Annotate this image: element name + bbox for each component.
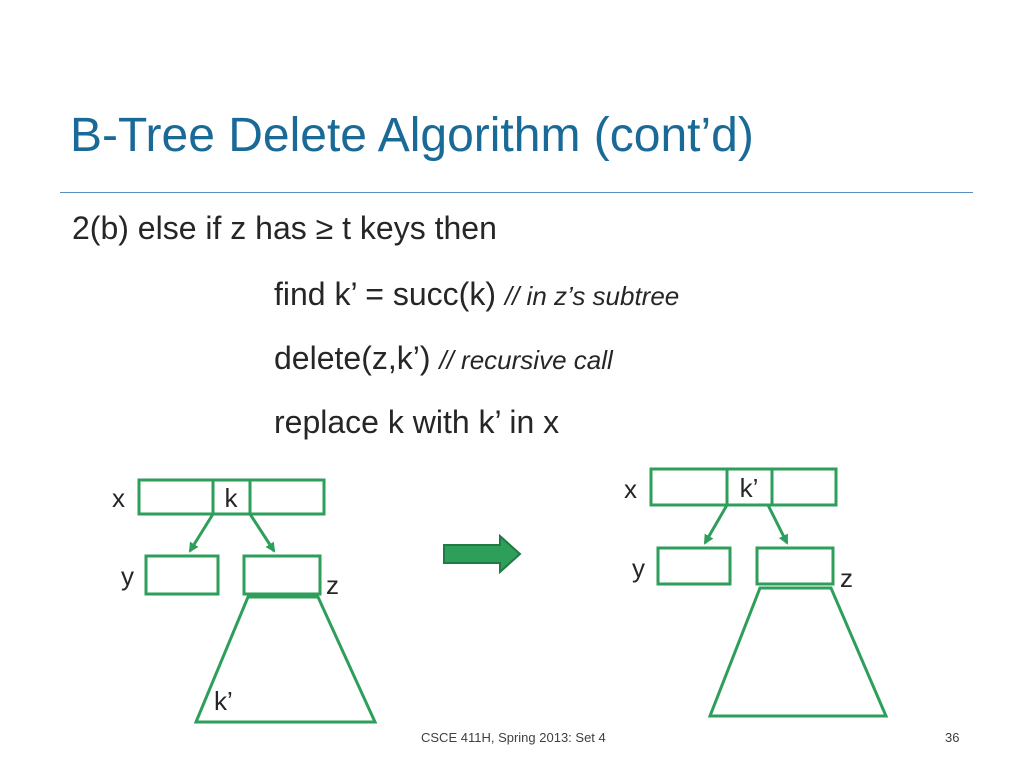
after-subtree-z bbox=[707, 586, 889, 718]
before-arrow-to-z bbox=[248, 513, 276, 553]
title-divider bbox=[60, 192, 973, 193]
before-tree: x k y z k’ bbox=[112, 478, 378, 724]
before-subtree-key: k’ bbox=[214, 686, 233, 716]
slide-page-number: 36 bbox=[945, 730, 960, 745]
slide-title: B-Tree Delete Algorithm (cont’d) bbox=[70, 109, 754, 162]
line1-suffix: t keys then bbox=[333, 210, 497, 246]
algorithm-line-2: find k’ = succ(k) // in z’s subtree bbox=[274, 276, 679, 313]
after-arrow-to-y bbox=[703, 504, 729, 545]
line3-code: delete(z,k’) bbox=[274, 340, 440, 376]
before-subtree-z bbox=[193, 595, 378, 724]
line2-comment: // in z’s subtree bbox=[504, 281, 680, 311]
after-arrow-to-z bbox=[766, 504, 789, 545]
line2-code: find k’ = succ(k) bbox=[274, 276, 505, 312]
before-label-y: y bbox=[121, 561, 134, 591]
algorithm-line-1: 2(b) else if z has ≥ t keys then bbox=[72, 210, 497, 247]
after-tree: x k’ y z bbox=[624, 467, 889, 718]
after-label-y: y bbox=[632, 553, 645, 583]
footer-course-info: CSCE 411H, Spring 2013: Set 4 bbox=[421, 730, 606, 745]
algorithm-line-3: delete(z,k’) // recursive call bbox=[274, 340, 613, 377]
after-node-x bbox=[649, 467, 838, 507]
before-node-x bbox=[137, 478, 326, 516]
before-node-y bbox=[144, 554, 220, 596]
greater-equal-symbol: ≥ bbox=[315, 210, 334, 246]
before-key-k: k bbox=[225, 483, 239, 513]
after-label-x: x bbox=[624, 474, 637, 504]
after-key-k-prime: k’ bbox=[740, 473, 759, 503]
line4-code: replace k with k’ in x bbox=[274, 404, 560, 440]
after-node-y bbox=[656, 546, 732, 586]
before-node-z bbox=[242, 554, 322, 596]
after-node-z bbox=[755, 546, 835, 586]
line3-comment: // recursive call bbox=[439, 345, 613, 375]
algorithm-line-4: replace k with k’ in x bbox=[274, 404, 559, 441]
before-label-x: x bbox=[112, 483, 125, 513]
line1-prefix: 2(b) else if z has bbox=[72, 210, 316, 246]
transform-arrow-icon bbox=[443, 533, 522, 575]
before-arrow-to-y bbox=[188, 513, 215, 553]
before-label-z: z bbox=[326, 570, 339, 600]
after-label-z: z bbox=[840, 563, 853, 593]
